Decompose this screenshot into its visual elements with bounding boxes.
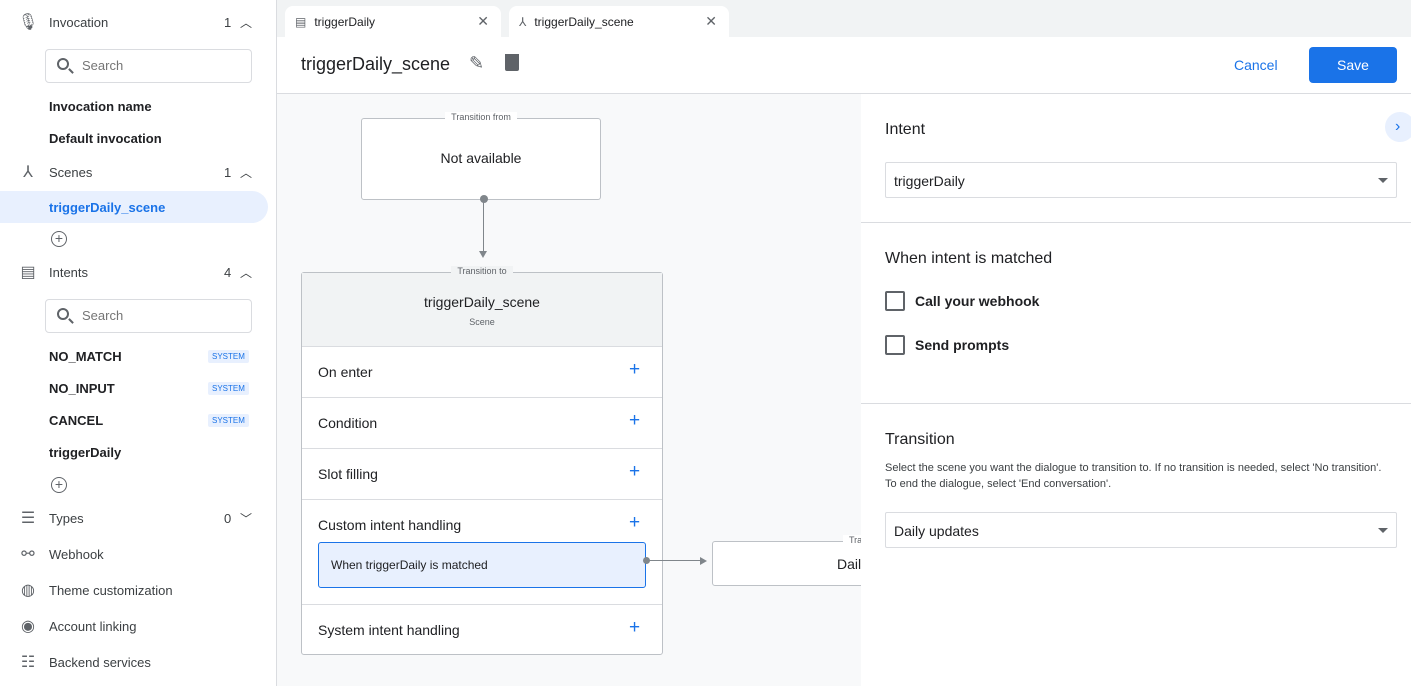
sidebar: 🎙 Invocation 1 ︿ Invocation name Default…: [0, 0, 277, 686]
close-icon[interactable]: ✕: [477, 13, 489, 29]
intents-search[interactable]: [45, 299, 252, 333]
nav-webhook[interactable]: ⚯Webhook: [0, 539, 276, 569]
condition-row[interactable]: Condition+: [302, 397, 662, 448]
list-icon: ▤: [20, 264, 36, 281]
nav-intent[interactable]: CANCEL: [49, 413, 104, 428]
nav-account-linking[interactable]: ◉Account linking: [0, 611, 276, 641]
nav-invocation[interactable]: 🎙 Invocation 1 ︿: [17, 14, 253, 31]
chevron-up-icon[interactable]: ︿: [240, 15, 253, 30]
nav-invocation-name[interactable]: Invocation name: [49, 99, 152, 114]
scene-node: Transition to triggerDaily_scene Scene O…: [301, 266, 663, 655]
intents-search-input[interactable]: [82, 308, 232, 323]
nav-intent[interactable]: NO_INPUT: [49, 381, 115, 396]
tab-triggerDaily[interactable]: ▤ triggerDaily ✕: [285, 6, 501, 37]
add-scene-icon[interactable]: +: [51, 231, 67, 247]
webhook-icon: ⚯: [21, 546, 35, 563]
types-icon: ☰: [20, 510, 36, 527]
custom-intent-row[interactable]: Custom intent handling+ When triggerDail…: [302, 499, 662, 604]
transition-target-node[interactable]: Transition to Daily updates: [712, 535, 861, 586]
dropdown-arrow-icon: [1378, 528, 1388, 533]
page-header: triggerDaily_scene ✎ Cancel Save: [277, 37, 1411, 94]
nav-types[interactable]: ☰ Types 0 ﹀: [0, 503, 276, 533]
palette-icon: ◍: [21, 582, 35, 599]
arrow-icon: [700, 557, 707, 565]
system-intent-row[interactable]: System intent handling+: [302, 604, 662, 655]
nav-intent[interactable]: triggerDaily: [49, 445, 122, 460]
connector-line: [483, 199, 484, 254]
add-icon[interactable]: +: [629, 359, 641, 380]
page-title: triggerDaily_scene: [301, 54, 451, 74]
send-prompts-checkbox[interactable]: [885, 335, 905, 355]
chevron-right-icon[interactable]: ›: [1385, 112, 1411, 142]
invocation-search[interactable]: [45, 49, 252, 83]
system-badge: SYSTEM: [208, 414, 249, 427]
system-badge: SYSTEM: [208, 350, 249, 363]
transition-from-node[interactable]: Transition from Not available: [361, 112, 601, 200]
intent-panel: › Intent triggerDaily When intent is mat…: [861, 94, 1411, 686]
search-icon: [57, 308, 69, 320]
call-webhook-checkbox[interactable]: [885, 291, 905, 311]
nav-scenes[interactable]: ⅄ Scenes 1 ︿: [0, 157, 276, 187]
tab-bar: ▤ triggerDaily ✕ ⅄ triggerDaily_scene ✕: [277, 0, 1411, 37]
scene-node-header: Transition to triggerDaily_scene Scene: [302, 266, 662, 346]
add-icon[interactable]: +: [629, 617, 641, 638]
tab-triggerDaily-scene[interactable]: ⅄ triggerDaily_scene ✕: [509, 6, 729, 37]
search-icon: [57, 58, 69, 70]
add-icon[interactable]: +: [629, 461, 641, 482]
scene-icon: ⅄: [519, 14, 527, 29]
settings-list-icon: ☷: [20, 654, 36, 671]
transition-select[interactable]: Daily updates: [885, 512, 1397, 548]
merge-icon: ⅄: [23, 164, 33, 181]
intent-select[interactable]: triggerDaily: [885, 162, 1397, 198]
edit-icon[interactable]: ✎: [469, 53, 485, 73]
microphone-icon: 🎙: [17, 14, 39, 31]
chevron-down-icon[interactable]: ﹀: [240, 511, 253, 526]
invocation-search-input[interactable]: [82, 58, 232, 73]
nav-backend[interactable]: ☷Backend services: [0, 647, 276, 677]
arrow-icon: [479, 251, 487, 258]
on-enter-row[interactable]: On enter+: [302, 346, 662, 397]
save-button[interactable]: Save: [1309, 47, 1397, 83]
cancel-button[interactable]: Cancel: [1234, 57, 1278, 73]
nav-intents[interactable]: ▤ Intents 4 ︿: [0, 257, 276, 287]
nav-intent[interactable]: NO_MATCH: [49, 349, 122, 364]
nav-theme[interactable]: ◍Theme customization: [0, 575, 276, 605]
chevron-up-icon[interactable]: ︿: [240, 265, 253, 280]
nav-default-invocation[interactable]: Default invocation: [49, 131, 162, 146]
close-icon[interactable]: ✕: [705, 13, 717, 29]
scene-canvas: Transition from Not available Transition…: [277, 94, 861, 686]
add-intent-icon[interactable]: +: [51, 477, 67, 493]
add-icon[interactable]: +: [629, 410, 641, 431]
connector-line: [649, 560, 702, 561]
dropdown-arrow-icon: [1378, 178, 1388, 183]
nav-scene-selected[interactable]: triggerDaily_scene: [0, 191, 268, 223]
connector-dot: [643, 557, 650, 564]
add-icon[interactable]: +: [629, 512, 641, 533]
account-circle-icon: ◉: [21, 618, 35, 635]
connector-dot: [480, 195, 488, 203]
intent-handler-item[interactable]: When triggerDaily is matched: [318, 542, 646, 588]
slot-filling-row[interactable]: Slot filling+: [302, 448, 662, 499]
delete-icon[interactable]: [505, 54, 519, 71]
chevron-up-icon[interactable]: ︿: [240, 165, 253, 180]
system-badge: SYSTEM: [208, 382, 249, 395]
intent-icon: ▤: [295, 14, 307, 29]
